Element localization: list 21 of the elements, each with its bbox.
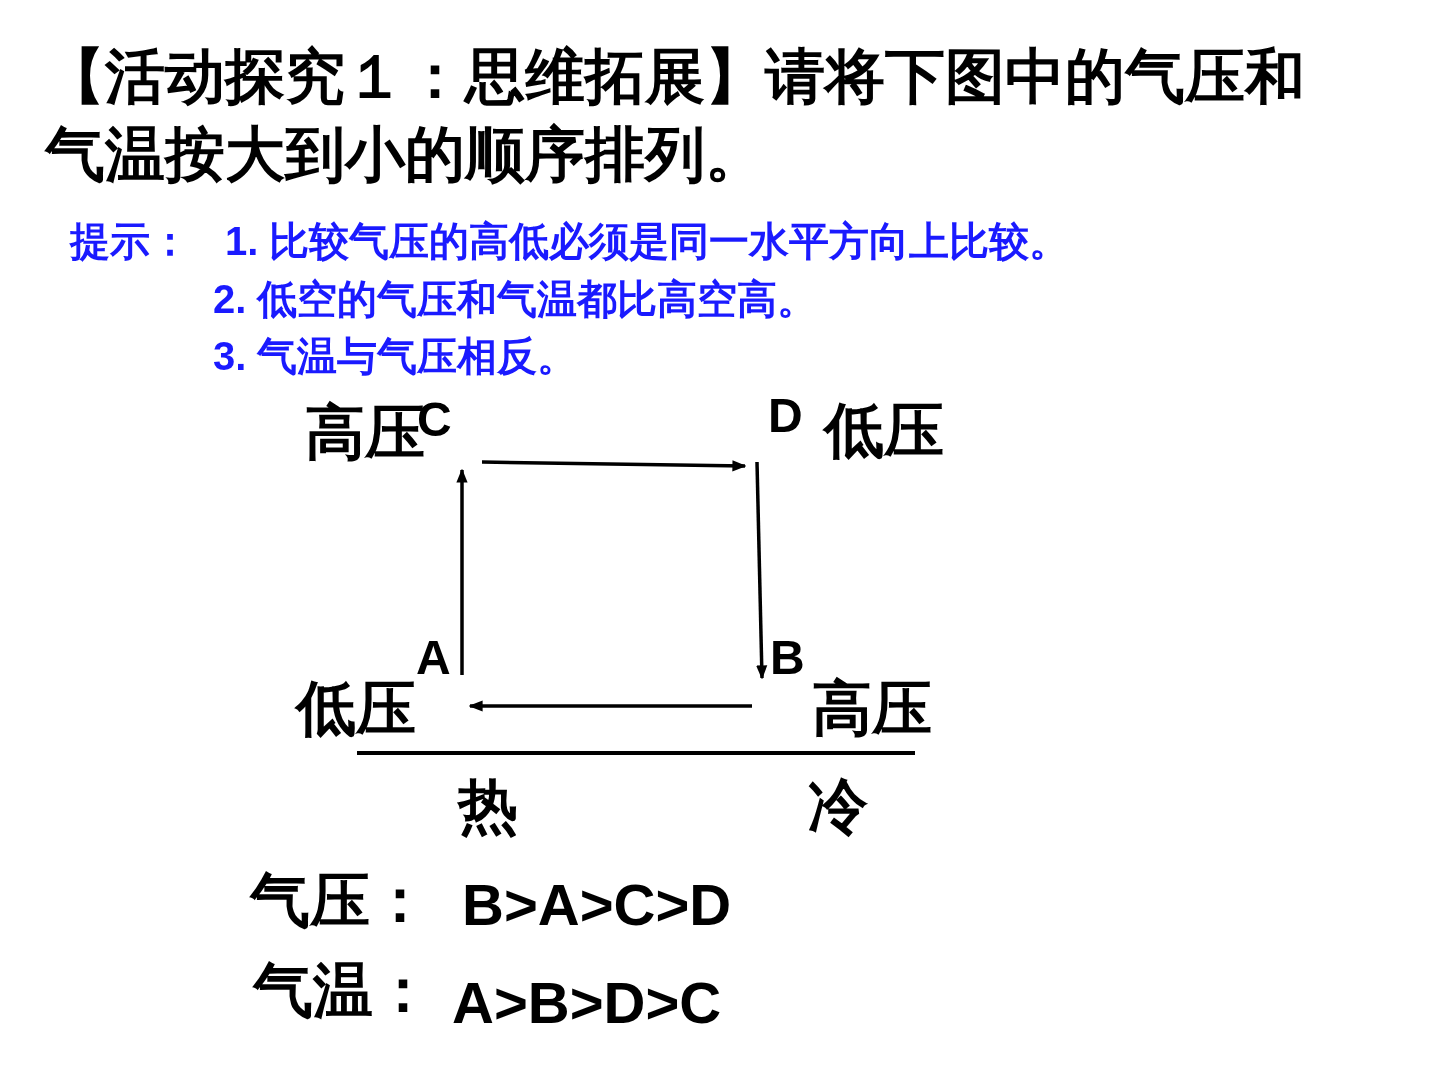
axis-label: 热 <box>458 772 518 841</box>
answer-text: B>A>C>D <box>462 872 732 939</box>
axis-label: 冷 <box>808 772 868 841</box>
answer-label: 气压： <box>250 866 430 935</box>
arrow <box>468 700 752 712</box>
title: 【活动探究１：思维拓展】请将下图中的气压和气温按大到小的顺序排列。 <box>45 42 1306 190</box>
pressure-label: 高压 <box>812 674 932 743</box>
hint-text: 1. 比较气压的高低必须是同一水平方向上比较。 <box>225 218 1070 264</box>
arrow <box>481 460 747 472</box>
arrow <box>755 461 768 680</box>
hint-text: 2. 低空的气压和气温都比高空高。 <box>213 276 818 322</box>
point-letter: D <box>768 388 803 444</box>
point-letter: A <box>416 630 451 686</box>
answer-text: A>B>D>C <box>452 970 722 1037</box>
pressure-label: 低压 <box>296 674 416 743</box>
arrow <box>456 468 468 675</box>
answer-label: 气温： <box>253 956 433 1025</box>
point-letter: B <box>770 630 805 686</box>
pressure-label: 低压 <box>824 396 944 465</box>
hint-text: 3. 气温与气压相反。 <box>213 333 578 379</box>
hint-label: 提示： <box>70 218 190 264</box>
